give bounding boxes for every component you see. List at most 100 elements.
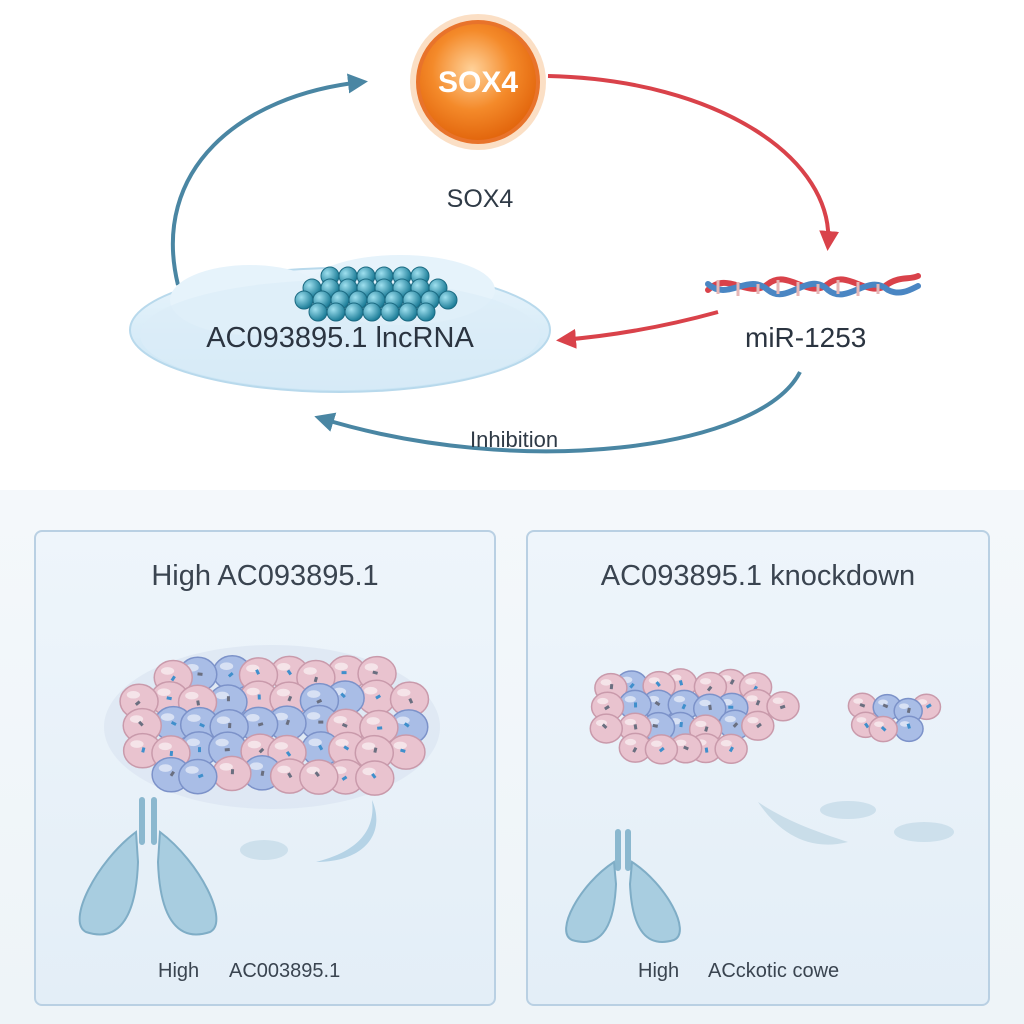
sox4-label: SOX4 [446, 185, 514, 213]
cell-highlight [364, 663, 378, 671]
cell-particle [906, 723, 911, 729]
cell-particle [658, 746, 665, 753]
panel-right-caption-left: High [638, 960, 680, 982]
tumor-cell [589, 713, 624, 744]
panel-right-title: AC093895.1 knockdown [600, 560, 916, 592]
cell-particle [285, 719, 291, 726]
cell-highlight [249, 762, 264, 770]
cell-particle [906, 707, 911, 714]
cell-particle [230, 769, 235, 775]
cell-highlight [675, 739, 687, 747]
cell-particle [729, 679, 735, 685]
cell-particle [601, 723, 608, 730]
cell-highlight [397, 688, 411, 697]
cell-particle [400, 748, 406, 753]
panel-high-expression: High AC093895.1 High AC003895.1 [34, 530, 496, 1006]
cell-highlight [624, 738, 637, 746]
cell-particle [169, 750, 174, 757]
cell-particle [706, 685, 713, 692]
cell-particle [371, 772, 377, 779]
cell-particle [377, 726, 383, 730]
tumor-cell [299, 759, 339, 795]
cell-highlight [673, 695, 686, 703]
panel-right-caption-right: ACckotic cowe [708, 960, 840, 982]
bead [344, 302, 364, 322]
cell-highlight [246, 687, 260, 696]
cell-particle [286, 669, 293, 676]
tumor-cell [178, 758, 218, 795]
cell-particle [704, 726, 709, 732]
cell-particle [373, 747, 378, 753]
cell-particle [341, 775, 348, 781]
tumor-cell [894, 715, 924, 743]
cell-particle [255, 669, 261, 675]
cell-particle [655, 681, 661, 687]
cell-highlight [393, 741, 407, 750]
cell-particle [779, 704, 786, 710]
cell-particle [170, 675, 176, 682]
mirna-helix [705, 273, 921, 298]
cell-particle [683, 745, 689, 751]
arrow-inhibition [314, 371, 802, 454]
shadow-smudge [240, 840, 288, 860]
cell-highlight [396, 716, 410, 725]
cell-particle [728, 705, 734, 709]
cell-highlight [334, 662, 348, 671]
cell-particle [408, 697, 414, 704]
bead [326, 302, 346, 322]
cell-particle [372, 670, 379, 675]
cell-particle [679, 721, 683, 728]
cell-particle [260, 770, 265, 777]
lncrna-label: AC093895.1 lncRNA [206, 322, 474, 354]
cell-highlight [129, 715, 144, 723]
cell-highlight [219, 762, 233, 771]
cell-highlight [187, 714, 201, 722]
lung-icon [78, 797, 218, 936]
cell-particle [632, 746, 638, 753]
cell-particle [199, 722, 205, 728]
cell-particle [629, 682, 635, 689]
sox4-node [410, 14, 546, 150]
cell-particle [708, 704, 712, 711]
panel-left-illustration [78, 645, 440, 936]
arrow-sox4-to-mirna [547, 74, 840, 251]
cell-highlight [745, 678, 757, 685]
cell-particle [228, 722, 232, 729]
cell-highlight [308, 738, 322, 747]
cell-particle [633, 702, 638, 708]
cell-particle [313, 676, 318, 683]
cell-particle [375, 694, 382, 700]
lncrna-bead-cluster [294, 266, 458, 322]
cell-highlight [333, 715, 347, 724]
cell-particle [882, 703, 889, 709]
cell-highlight [277, 662, 291, 671]
inhibition-label: Inhibition [470, 427, 559, 452]
cell-particle [287, 772, 293, 779]
cell-highlight [274, 712, 288, 721]
cell-highlight [874, 721, 884, 727]
cell-particle [341, 671, 347, 675]
cell-particle [704, 747, 709, 753]
cell-highlight [247, 740, 262, 749]
cell-particle [318, 720, 324, 724]
cell-highlight [307, 690, 321, 698]
bead [308, 302, 328, 322]
cell-highlight [878, 699, 888, 706]
cell-highlight [277, 765, 291, 774]
cell-highlight [246, 713, 260, 722]
cell-highlight [215, 691, 229, 700]
cell-highlight [366, 717, 380, 725]
bead [398, 302, 418, 322]
arrow-mirna-to-lncrna [556, 310, 719, 349]
cell-particle [197, 773, 204, 779]
cell-highlight [650, 740, 663, 747]
cell-highlight [185, 766, 199, 774]
cell-particle [287, 695, 293, 702]
cell-particle [340, 692, 346, 699]
cell-highlight [600, 679, 612, 686]
cell-particle [170, 720, 177, 726]
cell-highlight [695, 720, 707, 728]
bead [438, 290, 458, 310]
cell-highlight [126, 690, 141, 699]
cell-highlight [362, 767, 376, 776]
